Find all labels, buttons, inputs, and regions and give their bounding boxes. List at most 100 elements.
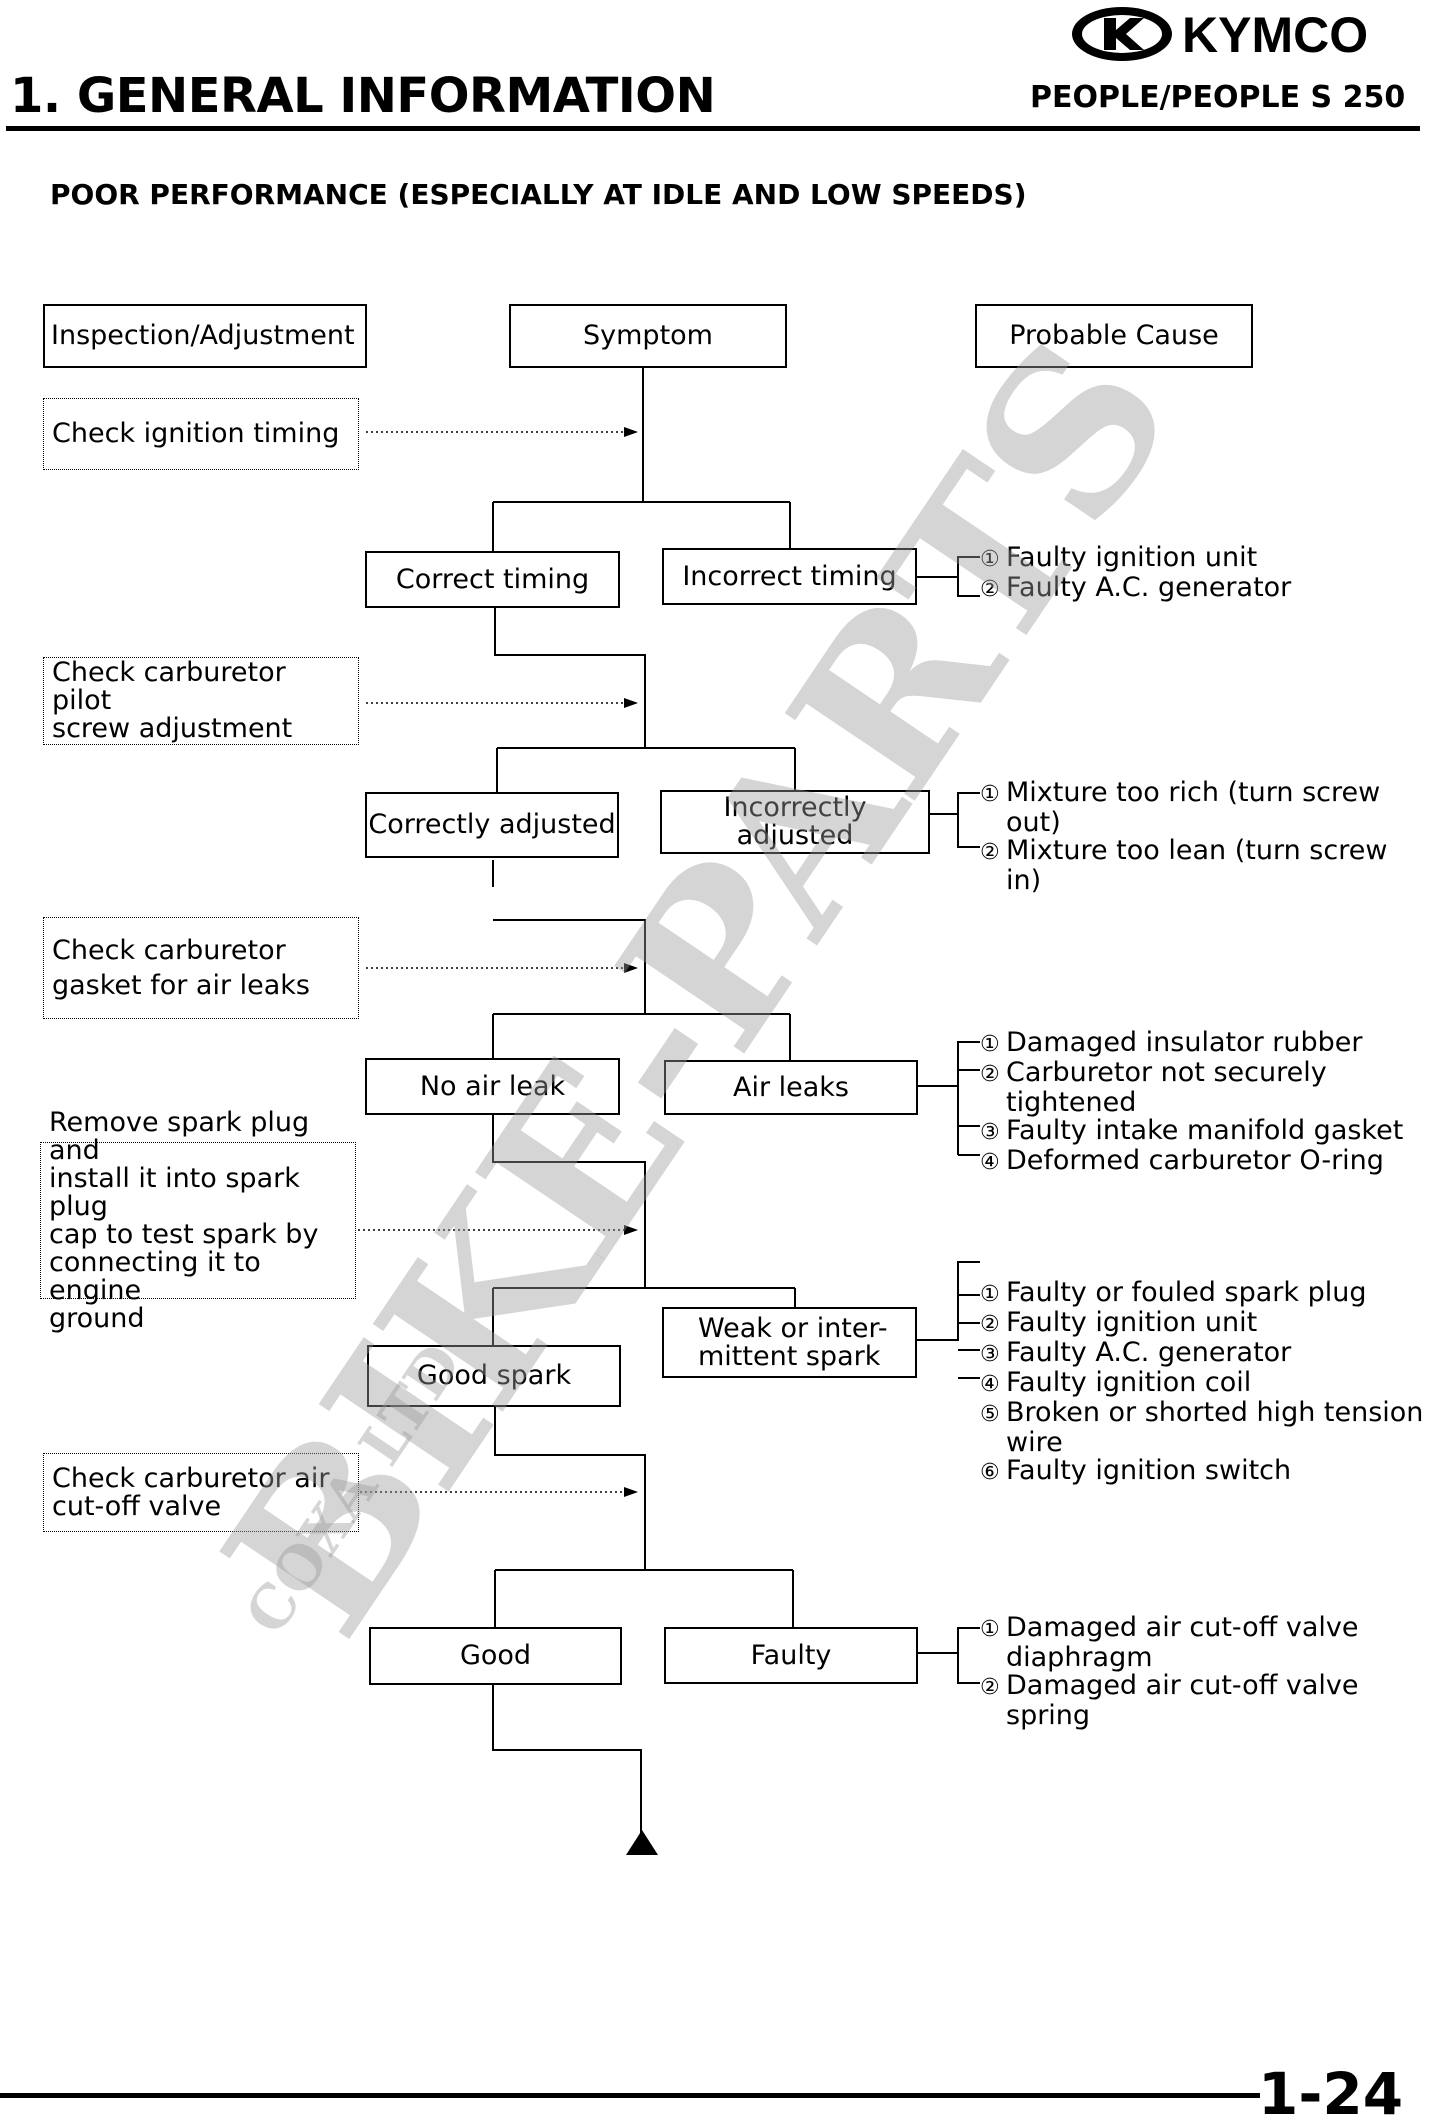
check-text: cut-off valve: [52, 1490, 222, 1522]
check-text: Check carburetor: [52, 935, 286, 966]
column-header-cause: Probable Cause: [975, 304, 1253, 368]
symptom-text: mittent spark: [698, 1340, 881, 1372]
cause-text: tightened: [1006, 1087, 1137, 1118]
symptom-no-air-leak: No air leak: [365, 1058, 620, 1115]
symptom-good: Good: [369, 1627, 622, 1685]
cause-text: diaphragm: [1006, 1642, 1153, 1673]
symptom-air-leaks: Air leaks: [664, 1060, 918, 1115]
cause-number: ②: [980, 1062, 1000, 1087]
end-triangle: [626, 1830, 658, 1855]
cause-text: Carburetor not securely: [1006, 1057, 1327, 1088]
check-gasket-air-leaks: Check carburetor gasket for air leaks: [43, 917, 359, 1019]
cause-text: in): [1006, 865, 1042, 896]
check-ignition-timing: Check ignition timing: [43, 398, 359, 470]
check-air-cutoff-valve: Check carburetor air cut-off valve: [43, 1453, 359, 1532]
column-header-inspection: Inspection/Adjustment: [43, 304, 367, 368]
brand-text: KYMCO: [1182, 7, 1368, 63]
cause-number: ④: [980, 1150, 1000, 1175]
check-spark-test: Remove spark plug and install it into sp…: [40, 1108, 356, 1332]
column-header-symptom: Symptom: [509, 304, 787, 368]
cause-text: Faulty or fouled spark plug: [1006, 1277, 1367, 1308]
check-text: Check carburetor pilot: [52, 657, 286, 716]
check-text: cap to test spark by: [49, 1218, 319, 1250]
solid-connectors: [492, 367, 980, 1835]
cause-text: Damaged insulator rubber: [1006, 1027, 1363, 1058]
cause-number: ①: [980, 782, 1000, 807]
check-text: gasket for air leaks: [52, 970, 311, 1001]
symptom-correct-timing: Correct timing: [365, 551, 620, 608]
cause-text: Faulty ignition unit: [1006, 1307, 1258, 1338]
symptom-incorrect-timing: Incorrect timing: [662, 548, 917, 605]
cause-number: ②: [980, 1312, 1000, 1337]
dotted-connectors: [358, 431, 630, 1493]
model-name: PEOPLE/PEOPLE S 250: [1030, 80, 1406, 115]
cause-number: ⑤: [980, 1402, 1000, 1427]
cause-text: out): [1006, 807, 1061, 838]
symptom-weak-spark: Weak or inter- mittent spark: [662, 1307, 917, 1378]
symptom-text: Weak or inter-: [698, 1312, 888, 1344]
cause-text: Faulty ignition coil: [1006, 1367, 1252, 1398]
cause-text: spring: [1006, 1700, 1091, 1731]
cause-number: ①: [980, 547, 1000, 572]
cause-number: ③: [980, 1342, 1000, 1367]
symptom-incorrectly-adjusted: Incorrectly adjusted: [660, 790, 930, 854]
cause-number: ②: [980, 840, 1000, 865]
kymco-logo: KYMCO: [1070, 4, 1420, 64]
cause-text: Faulty intake manifold gasket: [1006, 1115, 1404, 1146]
cause-number: ①: [980, 1282, 1000, 1307]
cause-text: Mixture too rich (turn screw: [1006, 777, 1381, 808]
footer-rule: [0, 2093, 1260, 2098]
cause-text: Mixture too lean (turn screw: [1006, 835, 1388, 866]
check-text: Check ignition timing: [52, 418, 340, 449]
header-rule: [6, 126, 1420, 131]
cause-text: Faulty ignition unit: [1006, 542, 1258, 573]
cause-number: ①: [980, 1617, 1000, 1642]
cause-number: ②: [980, 1675, 1000, 1700]
symptom-good-spark: Good spark: [367, 1345, 621, 1407]
cause-text: Faulty A.C. generator: [1006, 572, 1292, 603]
section-title: POOR PERFORMANCE (ESPECIALLY AT IDLE AND…: [50, 178, 1027, 211]
check-text: install it into spark plug: [49, 1162, 300, 1222]
arrow-heads: [624, 427, 658, 1855]
cause-text: Faulty A.C. generator: [1006, 1337, 1292, 1368]
cause-number: ②: [980, 577, 1000, 602]
cause-number: ③: [980, 1120, 1000, 1145]
cause-number: ⑥: [980, 1460, 1000, 1485]
cause-text: Broken or shorted high tension: [1006, 1397, 1424, 1428]
cause-text: Damaged air cut-off valve: [1006, 1670, 1359, 1701]
cause-text: Damaged air cut-off valve: [1006, 1612, 1359, 1643]
cause-text: Deformed carburetor O-ring: [1006, 1145, 1384, 1176]
cause-text: wire: [1006, 1427, 1063, 1458]
symptom-correctly-adjusted: Correctly adjusted: [365, 792, 619, 858]
page-number: 1-24: [1258, 2060, 1404, 2128]
check-text: Check carburetor air: [52, 1462, 330, 1494]
cause-number: ①: [980, 1032, 1000, 1057]
cause-number: ④: [980, 1372, 1000, 1397]
symptom-faulty: Faulty: [664, 1627, 918, 1684]
check-text: Remove spark plug and: [49, 1106, 310, 1166]
check-text: screw adjustment: [52, 713, 293, 744]
chapter-title: 1. GENERAL INFORMATION: [10, 68, 716, 124]
check-text: connecting it to engine: [49, 1246, 261, 1306]
